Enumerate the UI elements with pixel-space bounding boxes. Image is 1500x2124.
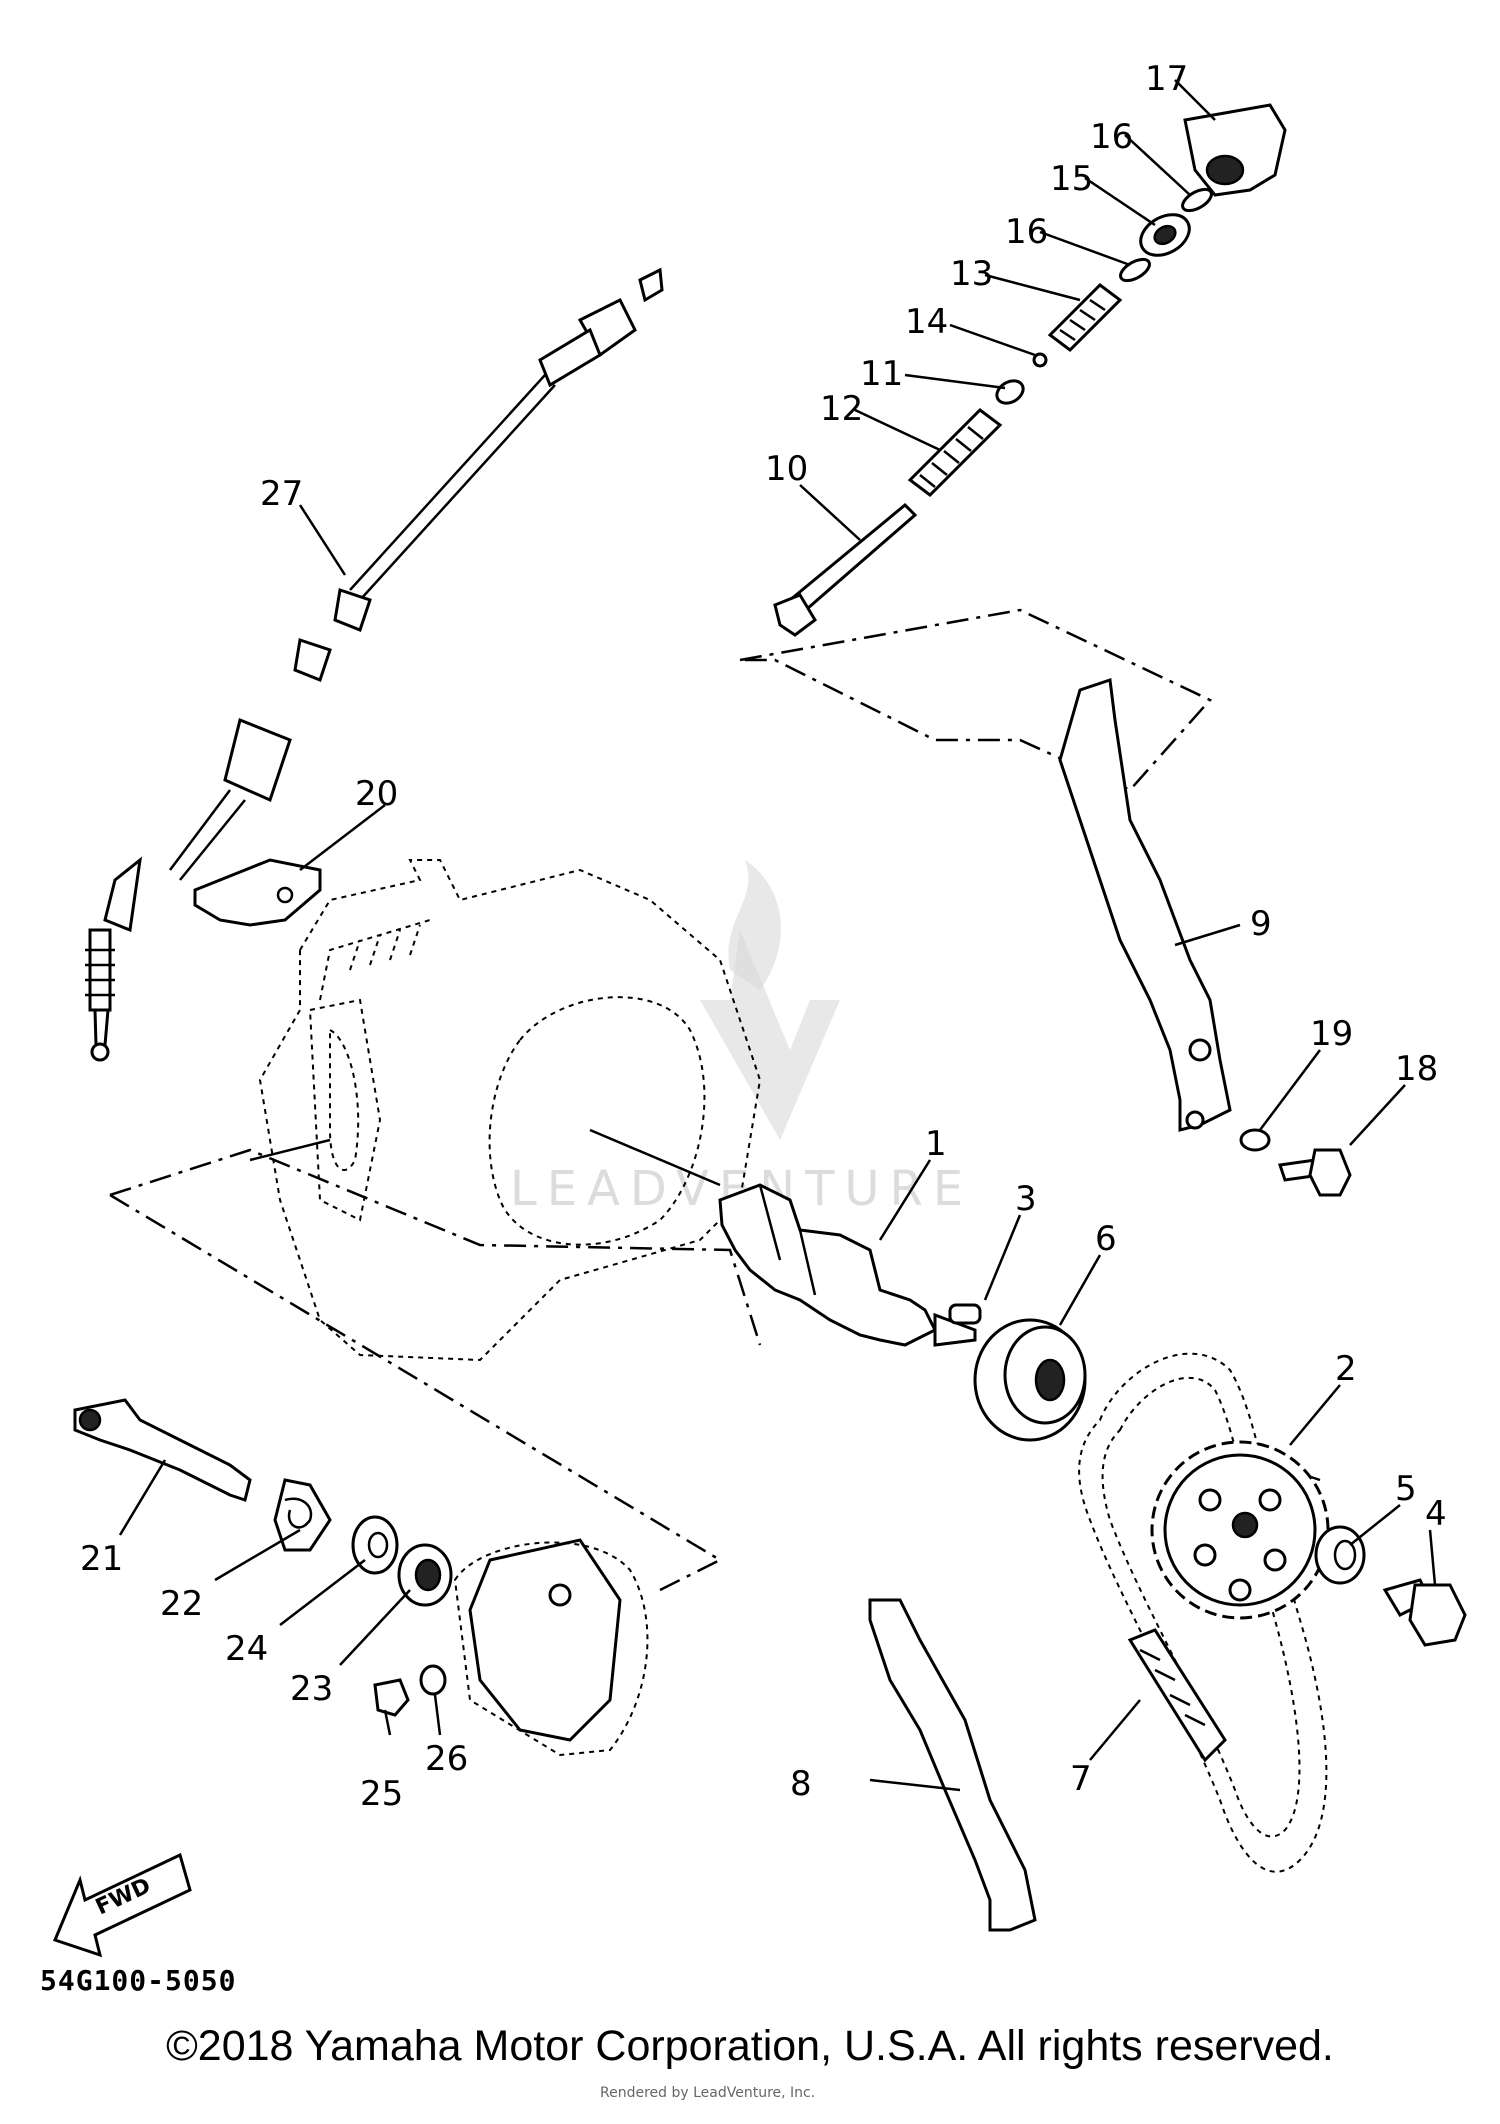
assembly-lines <box>109 608 1321 1592</box>
rendered-by-credit: Rendered by LeadVenture, Inc. <box>600 2085 816 2101</box>
label-16-upper: 16 <box>1090 117 1133 157</box>
cable-bracket <box>193 858 322 927</box>
label-4: 4 <box>1425 1494 1447 1534</box>
label-25: 25 <box>360 1774 403 1814</box>
label-23: 23 <box>290 1669 333 1709</box>
label-5: 5 <box>1395 1469 1417 1509</box>
label-16-lower: 16 <box>1005 212 1048 252</box>
label-24: 24 <box>225 1629 268 1669</box>
label-21: 21 <box>80 1539 123 1579</box>
label-19: 19 <box>1310 1014 1353 1054</box>
label-17: 17 <box>1145 59 1188 99</box>
leader-lines <box>118 79 1437 1792</box>
part-labels: 17 16 15 16 13 14 11 12 10 27 20 9 19 18… <box>80 59 1447 1814</box>
cam-sprocket <box>1150 1440 1330 1620</box>
copyright-notice: ©2018 Yamaha Motor Corporation, U.S.A. A… <box>166 2022 1334 2070</box>
label-6: 6 <box>1095 1219 1117 1259</box>
fwd-arrow: FWD <box>52 1852 192 1958</box>
tensioner-stack <box>773 103 1287 637</box>
leadventure-watermark: LEADVENTURE <box>510 860 963 1217</box>
decomp-hub <box>973 1318 1087 1442</box>
label-1: 1 <box>925 1124 947 1164</box>
label-10: 10 <box>765 449 808 489</box>
decompression-cable <box>85 267 664 1062</box>
label-26: 26 <box>425 1739 468 1779</box>
label-11: 11 <box>860 354 903 394</box>
label-2: 2 <box>1335 1349 1357 1389</box>
label-22: 22 <box>160 1584 203 1624</box>
chain-guide-lower <box>868 1598 1037 1932</box>
label-7: 7 <box>1070 1759 1092 1799</box>
label-18: 18 <box>1395 1049 1438 1089</box>
cam-chain-loop <box>1078 1352 1328 1873</box>
cylinder-head-outline <box>258 859 762 1362</box>
drawing-code: 54G100-5050 <box>40 1964 236 1997</box>
camshaft <box>718 1183 977 1347</box>
decompression-shaft-assembly <box>73 1398 649 1757</box>
label-20: 20 <box>355 774 398 814</box>
label-13: 13 <box>950 254 993 294</box>
label-27: 27 <box>260 474 303 514</box>
label-8: 8 <box>790 1764 812 1804</box>
chain-guide-upper <box>1058 677 1232 1132</box>
sprocket-bolt-and-washer <box>1314 1525 1467 1647</box>
label-3: 3 <box>1015 1179 1037 1219</box>
label-14: 14 <box>905 302 948 342</box>
label-15: 15 <box>1050 159 1093 199</box>
dowel-pin <box>948 1303 982 1325</box>
label-9: 9 <box>1250 904 1272 944</box>
bolt-and-washer-18-19 <box>1239 1128 1352 1197</box>
cam-chain <box>1127 1628 1227 1763</box>
label-12: 12 <box>820 389 863 429</box>
